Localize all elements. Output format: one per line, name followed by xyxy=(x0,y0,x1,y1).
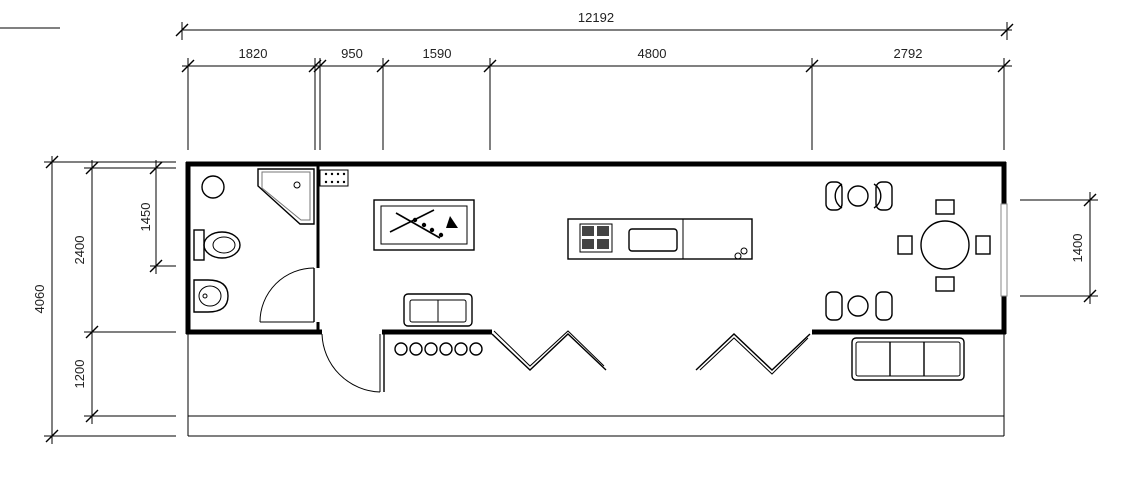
segment-2-label: 950 xyxy=(341,46,363,61)
bathroom-depth-label: 1450 xyxy=(138,203,153,232)
bathroom-door xyxy=(259,267,315,323)
kitchen-counter xyxy=(567,218,753,260)
outdoor-sofa xyxy=(851,337,965,381)
cooktop xyxy=(579,223,613,253)
floor-drain xyxy=(201,175,225,199)
dining-table xyxy=(897,199,991,292)
deck xyxy=(187,334,1005,437)
dimension-segments: 1820 950 1590 4800 2792 xyxy=(181,46,1012,150)
segment-5-label: 2792 xyxy=(894,46,923,61)
washbasin xyxy=(193,279,229,313)
overall-depth-label: 4060 xyxy=(32,285,47,314)
dining-chair xyxy=(975,235,991,255)
dimension-overall-length: 12192 xyxy=(175,10,1014,40)
dimension-left: 4060 2400 1200 1450 xyxy=(32,155,176,444)
container-walls xyxy=(185,161,1008,335)
kitchen-sink xyxy=(628,228,678,252)
overall-length-label: 12192 xyxy=(578,10,614,25)
dining-chair xyxy=(935,199,955,215)
side-window xyxy=(1000,203,1008,297)
stool-row xyxy=(394,342,483,356)
folding-door-left xyxy=(491,330,607,371)
dartboard-panel xyxy=(319,169,349,187)
dining-chair xyxy=(935,276,955,292)
corner-shower xyxy=(257,168,315,225)
lounge-set-top xyxy=(825,181,893,211)
dining-chair xyxy=(897,235,913,255)
toilet xyxy=(193,229,241,261)
pool-table xyxy=(373,199,475,251)
dimension-window: 1400 xyxy=(1020,192,1098,304)
bathroom xyxy=(193,168,315,323)
entry-door xyxy=(321,333,385,393)
deck-depth-label: 1200 xyxy=(72,360,87,389)
segment-3-label: 1590 xyxy=(423,46,452,61)
sofa-small xyxy=(403,293,473,327)
segment-4-label: 4800 xyxy=(638,46,667,61)
lounge-set-bottom xyxy=(825,291,893,321)
folding-door-right xyxy=(695,333,811,375)
window-width-label: 1400 xyxy=(1070,234,1085,263)
segment-1-label: 1820 xyxy=(239,46,268,61)
container-width-label: 2400 xyxy=(72,236,87,265)
